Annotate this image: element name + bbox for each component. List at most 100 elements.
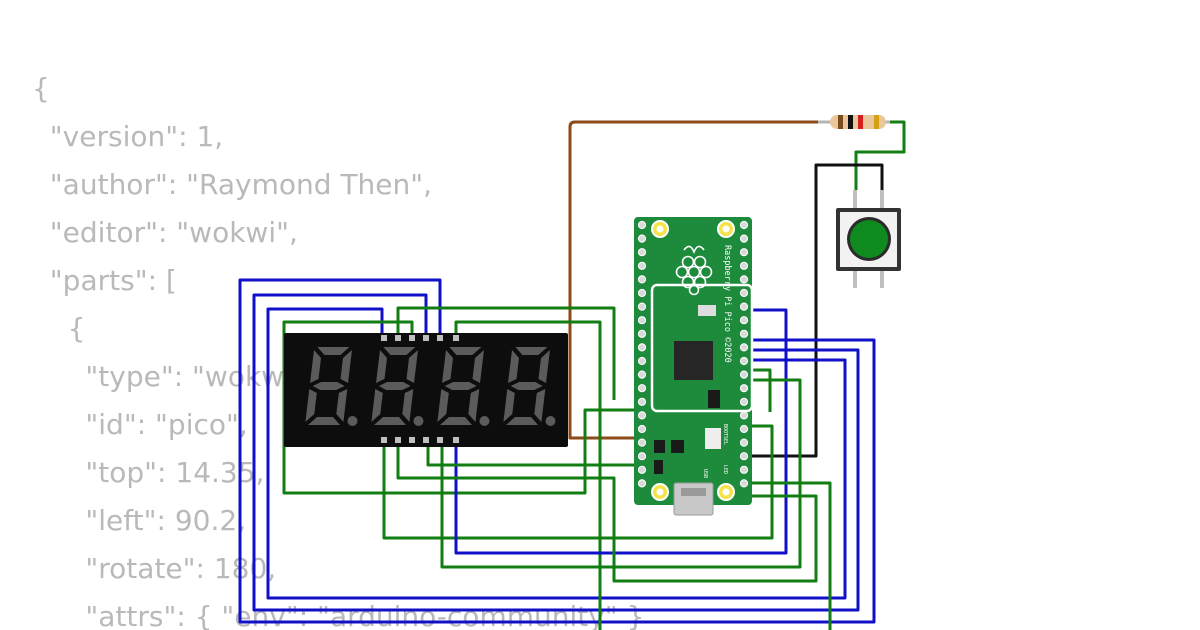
pico-pin[interactable] bbox=[739, 288, 749, 298]
segment bbox=[305, 389, 317, 422]
pico-pin[interactable] bbox=[739, 261, 749, 270]
wire-bot-1[interactable] bbox=[382, 424, 774, 540]
resistor[interactable] bbox=[818, 115, 890, 129]
wire-bot-6[interactable] bbox=[742, 481, 832, 630]
pico-pin[interactable] bbox=[637, 465, 647, 474]
pico-pin[interactable] bbox=[637, 275, 647, 284]
rp2040-chip bbox=[674, 341, 713, 380]
pico-pin[interactable] bbox=[637, 316, 647, 325]
display-pin-bottom[interactable] bbox=[423, 437, 429, 443]
wire-button-to-pico[interactable] bbox=[742, 163, 884, 458]
json-text-line: "id": "pico", bbox=[32, 408, 248, 441]
pico-pin[interactable] bbox=[739, 343, 749, 352]
usb-label: USB bbox=[702, 469, 708, 478]
decimal-point bbox=[479, 416, 490, 426]
pico-pin[interactable] bbox=[739, 275, 749, 284]
display-pin-top[interactable] bbox=[437, 335, 443, 341]
pico-pin[interactable] bbox=[739, 370, 749, 379]
wire-top-5[interactable] bbox=[282, 320, 642, 495]
pico-pin[interactable] bbox=[637, 248, 647, 257]
pico-pin[interactable] bbox=[739, 248, 749, 257]
display-pin-top[interactable] bbox=[453, 335, 459, 341]
pico-pin[interactable] bbox=[637, 384, 647, 393]
pico-pin[interactable] bbox=[637, 288, 647, 298]
button-cap[interactable] bbox=[850, 220, 888, 258]
wire-layer bbox=[238, 120, 906, 630]
resistor-band bbox=[848, 115, 853, 129]
wire-top-1[interactable] bbox=[238, 278, 876, 624]
display-pin-bottom[interactable] bbox=[437, 437, 443, 443]
pico-pin[interactable] bbox=[739, 302, 749, 311]
wire-top-3[interactable] bbox=[266, 307, 847, 600]
segment bbox=[374, 417, 406, 425]
pico-pin[interactable] bbox=[739, 356, 749, 366]
button-leg bbox=[853, 190, 857, 210]
pico-pin[interactable] bbox=[739, 220, 749, 230]
pico-pin[interactable] bbox=[637, 424, 647, 434]
display-pin-top[interactable] bbox=[395, 335, 401, 341]
json-text-line: "left": 90.2, bbox=[32, 504, 247, 537]
wire-bot-3[interactable] bbox=[440, 378, 802, 569]
button-leg bbox=[880, 190, 884, 210]
segment bbox=[406, 350, 418, 383]
pi-pico-board[interactable]: Raspberry Pi Pico ©2020 BOOTSEL LED USB bbox=[634, 217, 754, 516]
wire-bot-4[interactable] bbox=[396, 440, 818, 583]
display-pin-bottom[interactable] bbox=[395, 437, 401, 443]
pico-pin[interactable] bbox=[637, 329, 647, 338]
display-pin-bottom[interactable] bbox=[409, 437, 415, 443]
pico-pin[interactable] bbox=[637, 370, 647, 379]
pico-pin[interactable] bbox=[637, 452, 647, 461]
segment bbox=[444, 382, 477, 390]
pico-pin[interactable] bbox=[739, 329, 749, 338]
wire-resistor-to-button[interactable] bbox=[854, 120, 906, 190]
segment bbox=[340, 350, 352, 383]
display-pin-bottom[interactable] bbox=[453, 437, 459, 443]
crystal bbox=[698, 305, 716, 316]
segment bbox=[508, 350, 519, 383]
display-pin-top[interactable] bbox=[423, 335, 429, 341]
pico-pin[interactable] bbox=[637, 397, 647, 406]
segment bbox=[442, 350, 453, 383]
pico-pin[interactable] bbox=[739, 411, 749, 420]
pico-pin[interactable] bbox=[739, 438, 749, 447]
pushbutton[interactable] bbox=[836, 190, 901, 288]
pico-pin[interactable] bbox=[739, 479, 749, 488]
pico-pin[interactable] bbox=[637, 220, 647, 230]
pico-pin[interactable] bbox=[739, 452, 749, 461]
pico-pin[interactable] bbox=[637, 411, 647, 420]
segment bbox=[449, 347, 482, 355]
pico-pin[interactable] bbox=[637, 302, 647, 311]
display-pin-top[interactable] bbox=[409, 335, 415, 341]
component bbox=[654, 440, 665, 453]
wire-top-2[interactable] bbox=[252, 293, 860, 612]
display-pins bbox=[381, 335, 459, 443]
pico-pin[interactable] bbox=[637, 261, 647, 270]
segment bbox=[472, 350, 484, 383]
wire-resistor-to-pico[interactable] bbox=[568, 120, 828, 440]
display-pin-bottom[interactable] bbox=[381, 437, 387, 443]
pico-pin[interactable] bbox=[637, 343, 647, 352]
seven-segment-display[interactable] bbox=[284, 333, 568, 447]
pico-pin[interactable] bbox=[637, 234, 647, 243]
pico-pin[interactable] bbox=[739, 397, 749, 406]
pico-pin[interactable] bbox=[637, 479, 647, 488]
pico-pin[interactable] bbox=[637, 438, 647, 447]
display-digit bbox=[503, 347, 556, 426]
usb-port[interactable] bbox=[673, 482, 714, 516]
bootsel-label: BOOTSEL bbox=[722, 424, 728, 445]
json-text-line: { bbox=[32, 312, 86, 345]
bootsel-button[interactable] bbox=[705, 428, 721, 449]
pico-pin[interactable] bbox=[637, 356, 647, 366]
display-pin-top[interactable] bbox=[381, 335, 387, 341]
pico-pin[interactable] bbox=[739, 465, 749, 474]
pico-pin[interactable] bbox=[739, 384, 749, 393]
pico-pin[interactable] bbox=[739, 316, 749, 325]
wire-bot-2[interactable] bbox=[454, 308, 788, 555]
pico-pin[interactable] bbox=[739, 424, 749, 434]
segment bbox=[534, 389, 546, 422]
segment bbox=[402, 389, 414, 422]
wire-top-6[interactable] bbox=[454, 320, 602, 630]
pico-pin[interactable] bbox=[739, 234, 749, 243]
